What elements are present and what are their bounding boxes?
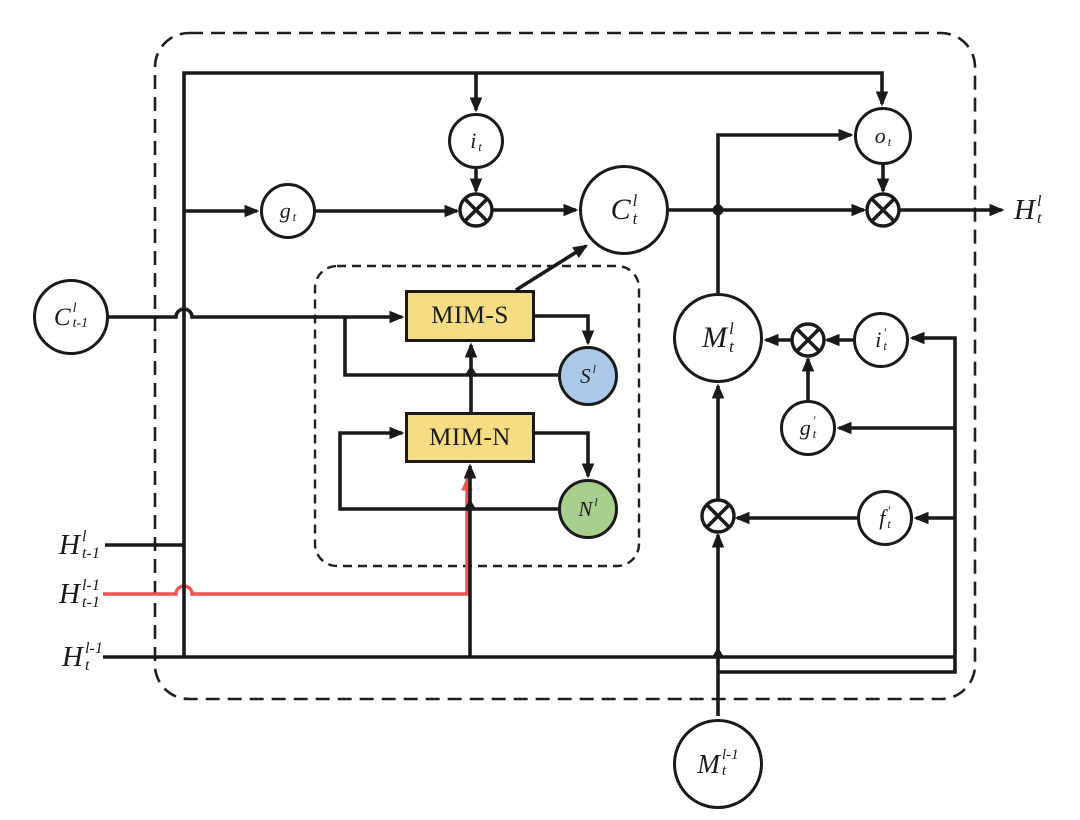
edge-right-riser-to-iprime [718,331,957,674]
edge-mt-up-to-ot [716,128,854,293]
node-gate-gprime: g′t [780,400,836,456]
edge-riser-to-ot [182,71,889,657]
edge-h-prev-lminus1-red [103,476,473,596]
elementwise-multiply-icon [458,192,494,228]
node-gate-iprime: i′t [853,312,909,368]
merge-arrow-bump [711,647,725,658]
edge-mims-to-ct-diagonal [515,244,589,292]
edge-mims-to-sl [535,314,595,346]
edge-cprev-branch [343,317,560,377]
edge-mimn-to-nl [535,431,595,479]
edge-cprev-to-mims [105,307,405,324]
edge-nl-feedback-to-mimn [338,426,560,511]
module-mim-n: MIM-N [405,412,535,463]
junction-dot [712,204,724,216]
elementwise-multiply-icon [700,498,736,534]
node-gate-fprime: f′t [857,490,913,546]
merge-arrow-bump [463,499,477,510]
module-mim-s: MIM-S [405,290,535,342]
inner-mim-dashed-border [313,264,641,568]
elementwise-multiply-icon [865,192,901,228]
outer-cell-dashed-border [153,31,977,701]
merge-arrow-bump [464,365,478,376]
elementwise-multiply-icon [790,322,826,358]
